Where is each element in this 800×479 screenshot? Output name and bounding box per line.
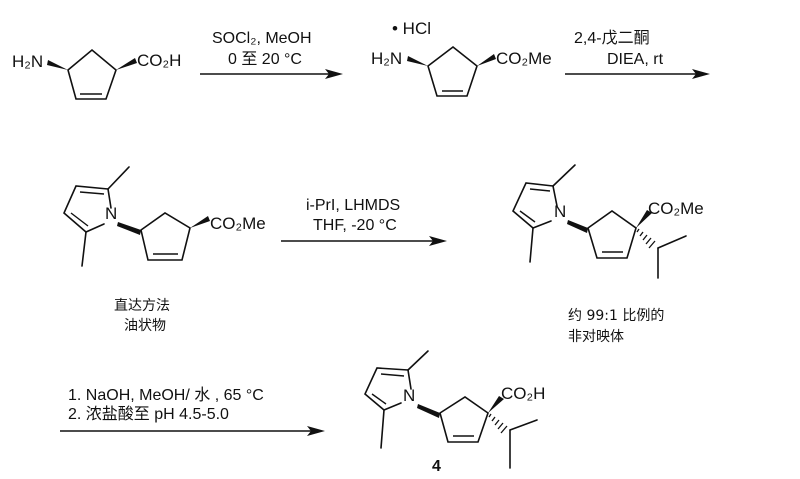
compound-1-amine-group: H₂N	[12, 52, 44, 71]
compound-1-structure	[47, 48, 137, 100]
hash-bond	[488, 413, 508, 434]
reaction-arrow-1	[200, 69, 343, 79]
reaction-arrow-3	[281, 236, 447, 246]
step-4-reagents-line-2: 2. 浓盐酸至 pH 4.5-5.0	[68, 406, 229, 423]
compound-5-pyrrole-nitrogen: N	[403, 386, 416, 405]
compound-2-hcl-salt: • HCl	[392, 19, 432, 38]
compound-2-ester-group: CO₂Me	[496, 49, 552, 68]
hash-bond	[636, 228, 656, 249]
compound-4-pyrrole-nitrogen: N	[554, 202, 567, 221]
compound-2-structure	[407, 45, 496, 97]
compound-3-note-method: 直达方法	[114, 298, 170, 314]
step-3-reagents: i-PrI, LHMDS	[306, 197, 401, 214]
reaction-arrow-4	[60, 426, 325, 436]
compound-4-ester-group: CO₂Me	[648, 199, 704, 218]
wedge-bond	[47, 60, 68, 70]
step-1-conditions: 0 至 20 °C	[228, 51, 302, 68]
wedge-bond	[190, 216, 210, 228]
compound-5-acid-group: CO₂H	[501, 384, 546, 403]
compound-4-note-diastereomers: 非对映体	[568, 329, 624, 345]
compound-4-structure	[512, 164, 687, 279]
compound-3-pyrrole-nitrogen: N	[105, 204, 118, 223]
compound-3-note-oil: 油状物	[124, 318, 166, 334]
compound-2-amine-group: H₂N	[371, 49, 403, 68]
wedge-bond	[117, 222, 141, 235]
wedge-bond	[636, 210, 652, 228]
step-2-reagents: 2,4-戊二酮	[574, 30, 650, 47]
wedge-bond	[417, 404, 440, 418]
compound-1-acid-group: CO₂H	[137, 51, 182, 70]
wedge-bond	[116, 58, 137, 70]
compound-number-label: 4	[432, 458, 441, 475]
wedge-bond	[407, 56, 428, 66]
compound-3-structure	[63, 166, 210, 267]
compound-5-structure	[364, 350, 538, 469]
compound-3-ester-group: CO₂Me	[210, 214, 266, 233]
wedge-bond	[567, 220, 588, 233]
reaction-arrow-2	[565, 69, 710, 79]
step-2-conditions: DIEA, rt	[607, 51, 664, 68]
step-3-conditions: THF, -20 °C	[313, 217, 397, 234]
wedge-bond	[488, 396, 504, 413]
compound-4-note-ratio: 约 99:1 比例的	[568, 308, 665, 324]
wedge-bond	[477, 54, 496, 66]
step-4-reagents-line-1: 1. NaOH, MeOH/ 水 , 65 °C	[68, 387, 264, 404]
step-1-reagents: SOCl₂, MeOH	[212, 30, 312, 47]
